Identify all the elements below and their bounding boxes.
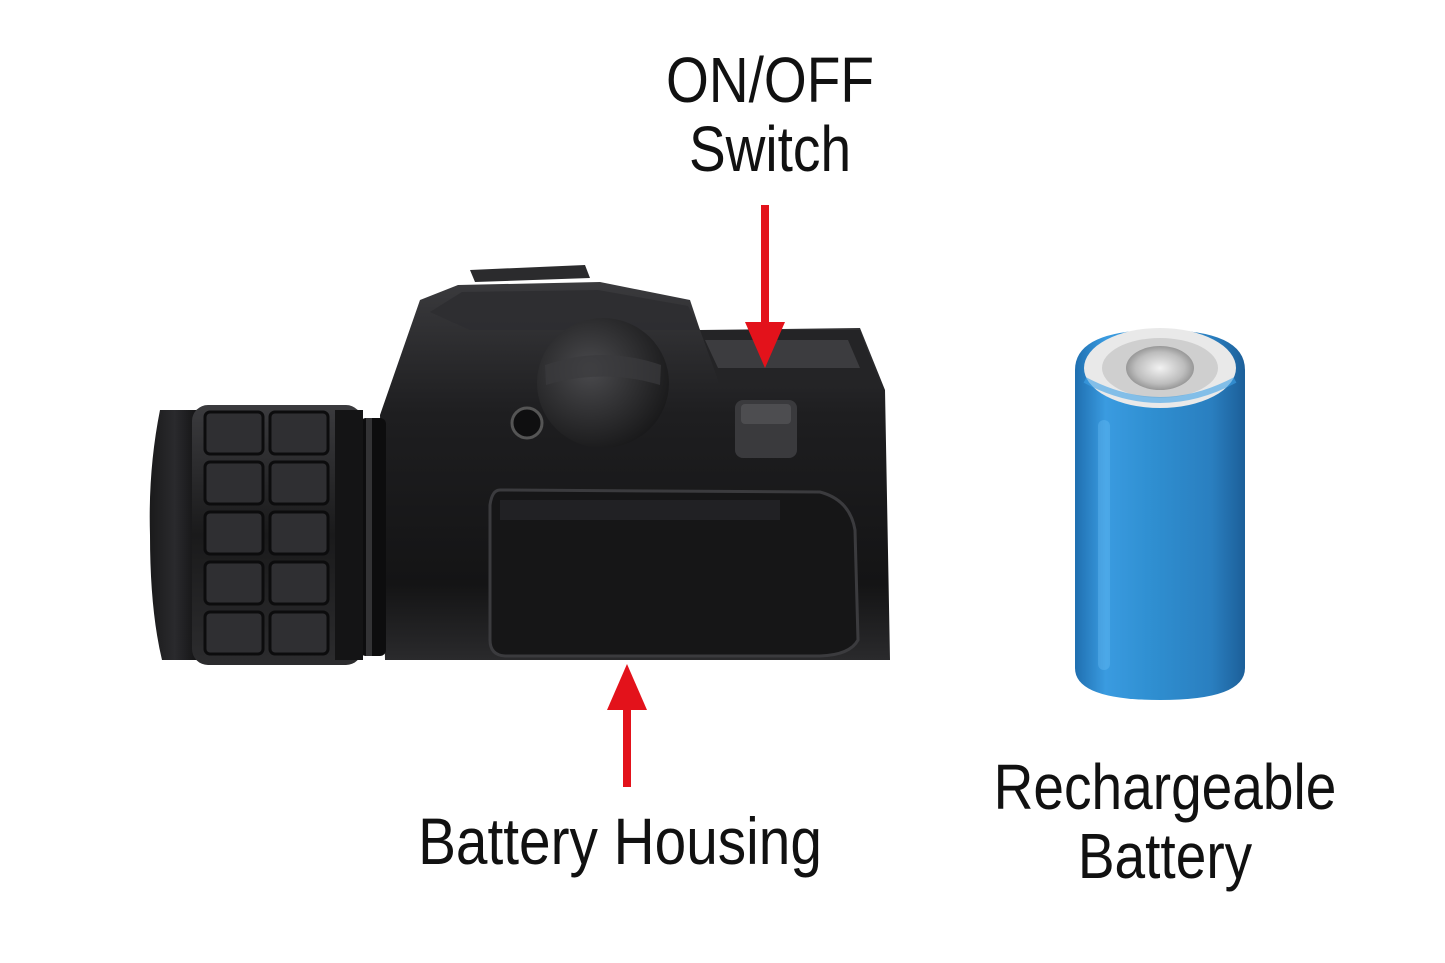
on-off-switch-label-line2: Switch <box>688 113 852 186</box>
on-off-switch-label: ON/OFF Switch <box>641 44 899 186</box>
battery-housing-label: Battery Housing <box>418 804 822 878</box>
rechargeable-battery-label: Rechargeable Battery <box>976 751 1354 893</box>
arrow-up-icon <box>607 664 647 787</box>
arrow-down-icon <box>745 205 785 368</box>
flashlight <box>149 265 890 665</box>
rechargeable-battery-image <box>1075 328 1245 700</box>
on-off-switch-label-line1: ON/OFF <box>666 44 874 116</box>
rechargeable-battery-label-line1: Rechargeable <box>993 751 1337 823</box>
rechargeable-battery-label-line2: Battery <box>1077 820 1253 893</box>
